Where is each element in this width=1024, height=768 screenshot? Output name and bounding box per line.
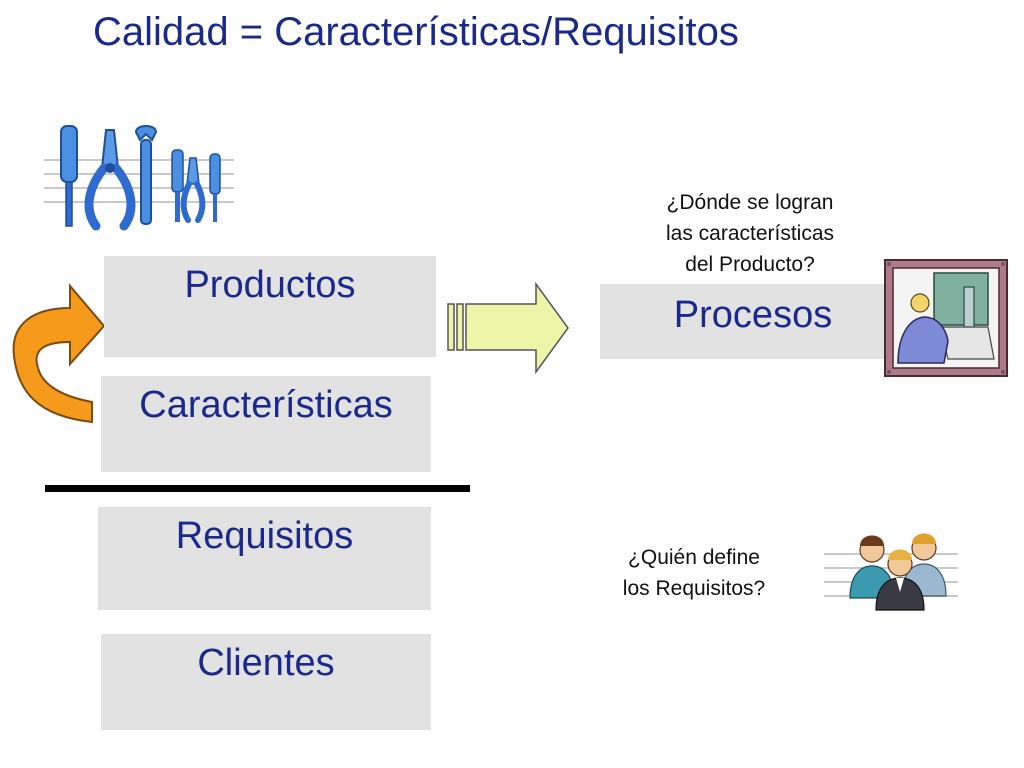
requisitos-box: Requisitos [98, 507, 431, 610]
fraction-line [45, 485, 470, 492]
right-arrow-icon [447, 281, 569, 375]
donde-question: ¿Dónde se logran las características del… [630, 187, 870, 280]
quien-line-1: ¿Quién define [628, 546, 760, 569]
factory-worker-icon [884, 259, 1008, 377]
tools-icon [44, 125, 234, 231]
productos-box: Productos [104, 256, 436, 357]
curved-arrow-icon [12, 283, 106, 424]
caracteristicas-box: Características [101, 376, 431, 472]
donde-line-1: ¿Dónde se logran [666, 191, 834, 214]
quien-line-2: los Requisitos? [622, 577, 766, 600]
page-title: Calidad = Características/Requisitos [93, 10, 739, 54]
people-group-icon [824, 533, 958, 611]
procesos-box: Procesos [600, 284, 906, 359]
donde-line-3: del Producto? [685, 253, 815, 276]
clientes-box: Clientes [101, 634, 431, 730]
quien-question: ¿Quién define los Requisitos? [594, 542, 794, 604]
donde-line-2: las características [665, 222, 835, 245]
